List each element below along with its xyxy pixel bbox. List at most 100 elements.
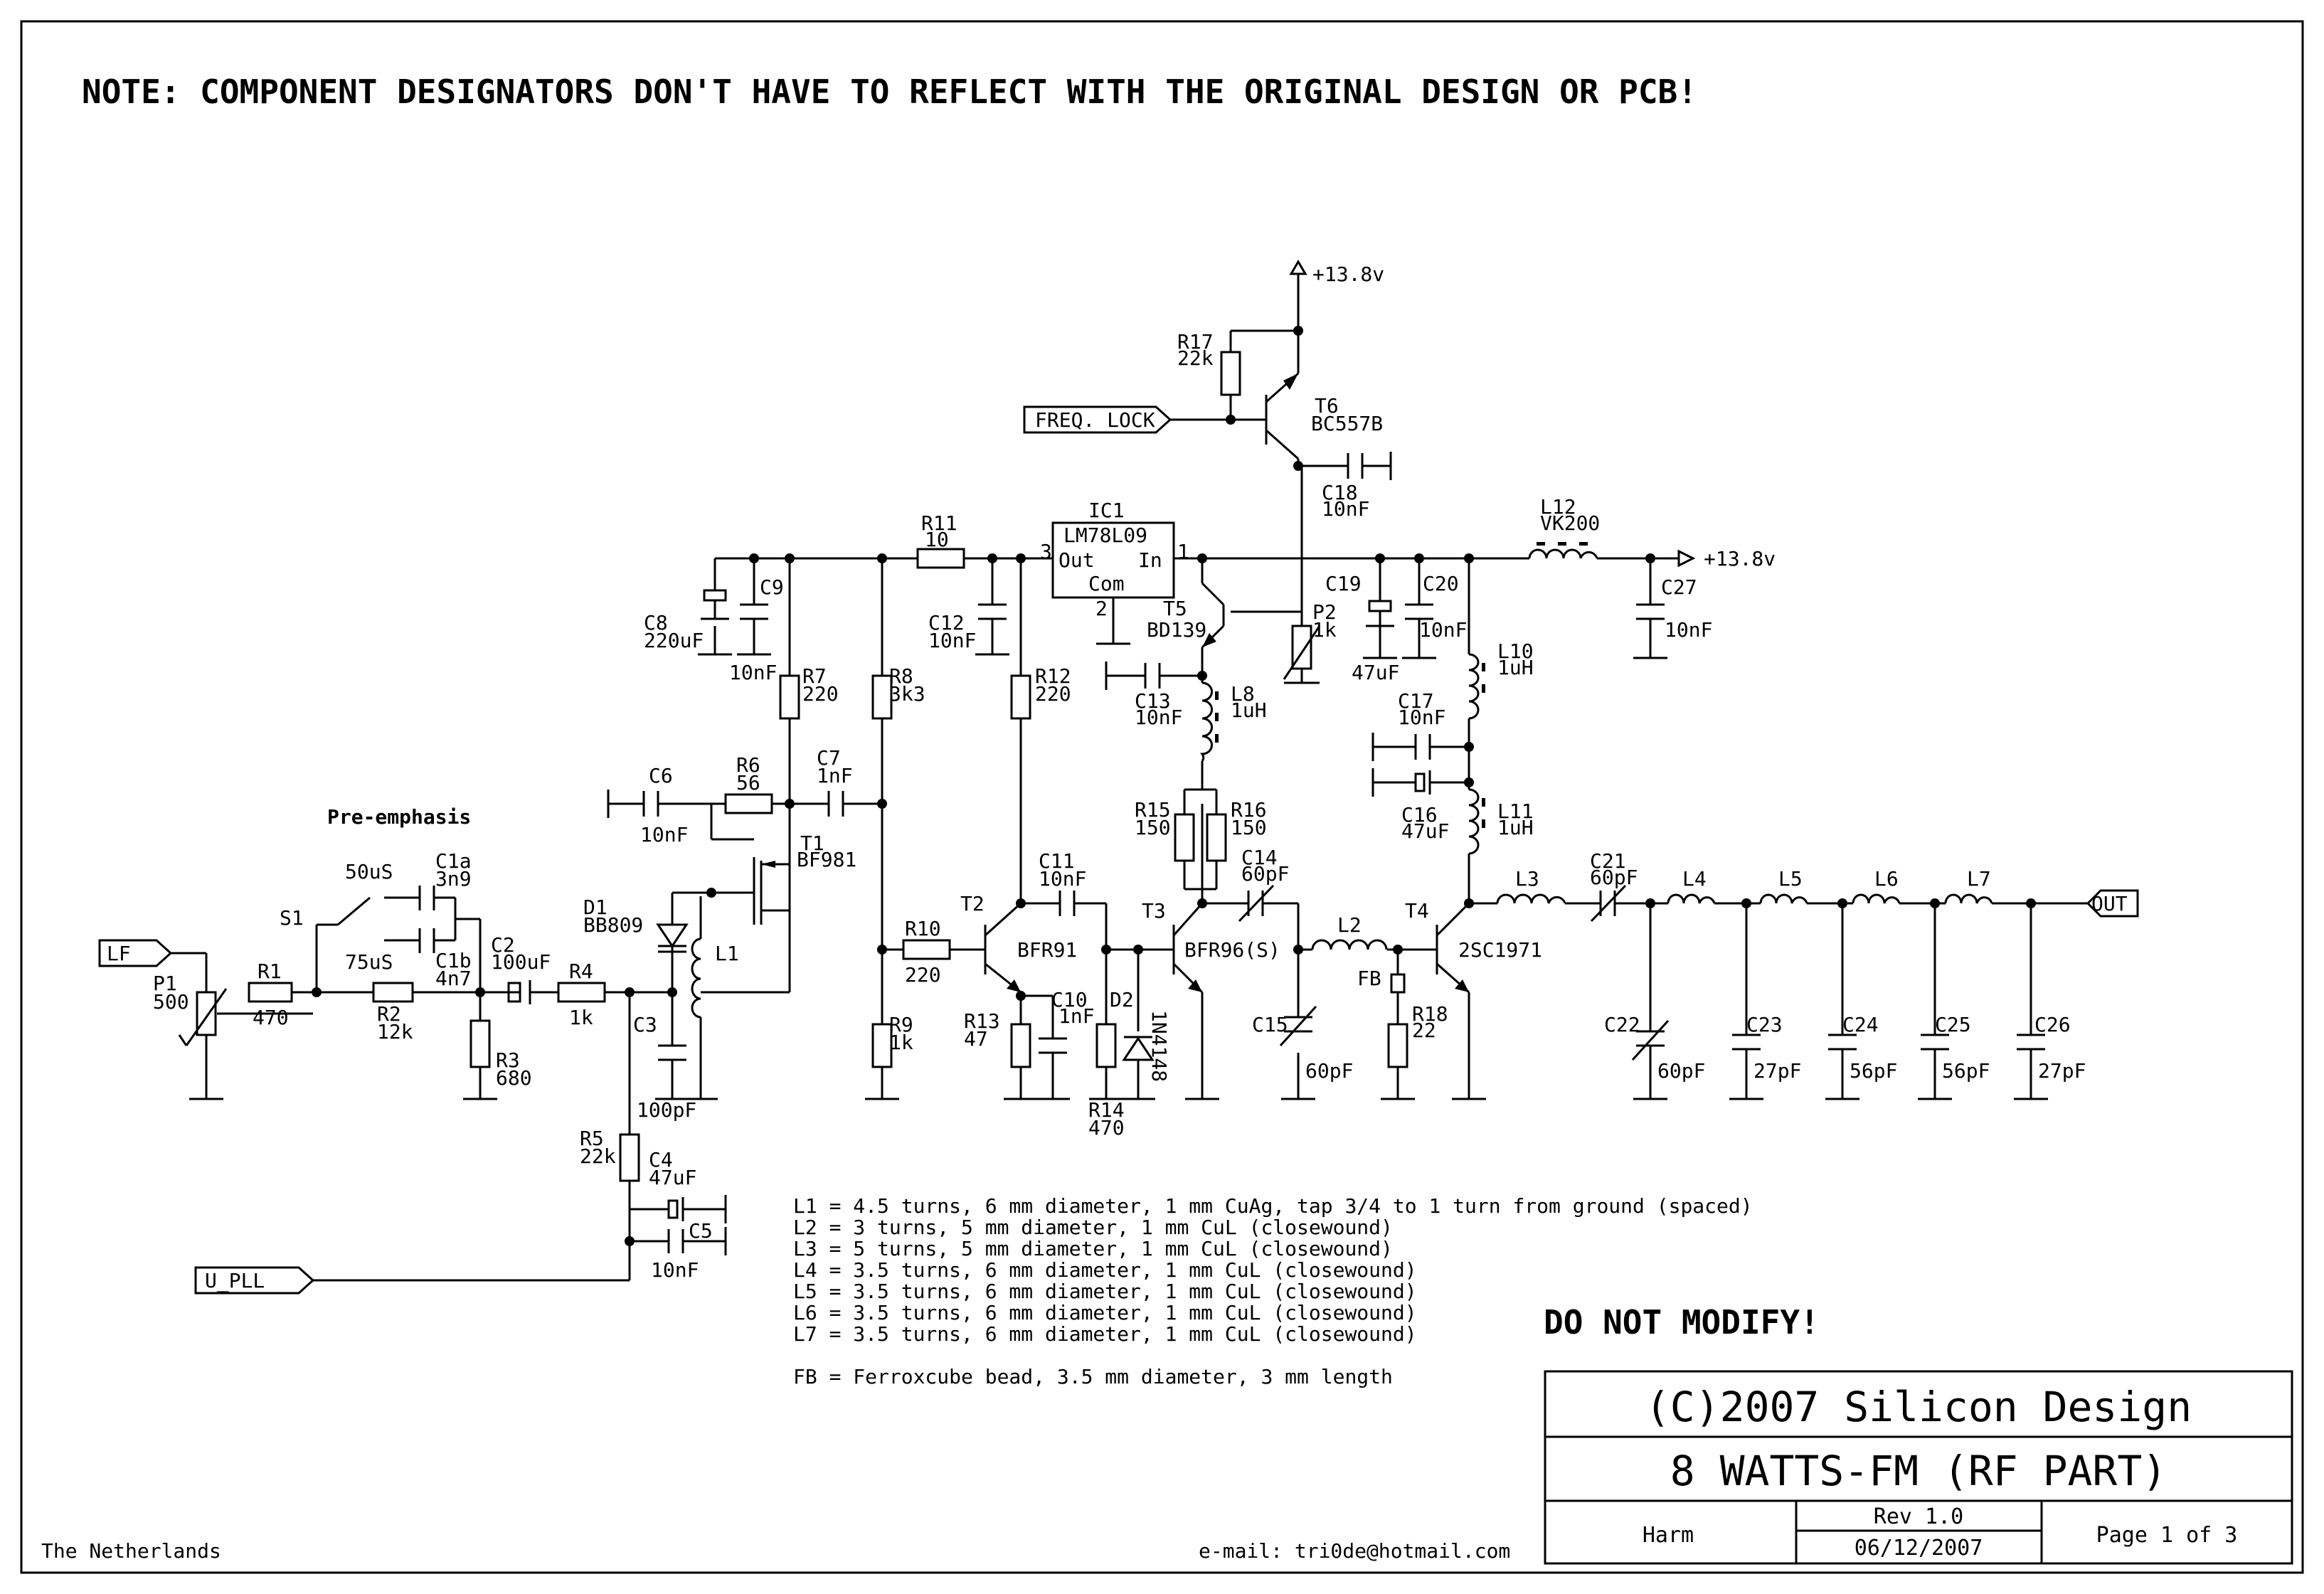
c20-ref: C20 bbox=[1423, 572, 1459, 595]
r5-body bbox=[619, 1133, 640, 1182]
c27-val: 10nF bbox=[1665, 618, 1712, 642]
r9-body bbox=[871, 1023, 893, 1068]
title-copyright: (C)2007 Silicon Design bbox=[1645, 1383, 2192, 1431]
ic1-pin1: 1 bbox=[1177, 540, 1189, 563]
r17-body bbox=[1220, 351, 1241, 396]
c24-ref: C24 bbox=[1842, 1013, 1879, 1036]
p1-val: 500 bbox=[153, 990, 189, 1014]
title-rev: Rev 1.0 bbox=[1874, 1504, 1963, 1529]
coil-notes: L1 = 4.5 turns, 6 mm diameter, 1 mm CuAg… bbox=[793, 1194, 1753, 1388]
c14-val: 60pF bbox=[1241, 862, 1289, 886]
r17-val: 22k bbox=[1177, 346, 1214, 370]
r18-body bbox=[1387, 1023, 1408, 1068]
s1-50us: 50uS bbox=[345, 860, 393, 883]
c17-val: 10nF bbox=[1398, 706, 1445, 729]
r11-ref: R11 bbox=[921, 511, 957, 535]
t2-val: BFR91 bbox=[1017, 938, 1077, 962]
sheet-border bbox=[20, 20, 2304, 1574]
coil-note-line: L3 = 5 turns, 5 mm diameter, 1 mm CuL (c… bbox=[793, 1237, 1393, 1260]
email-label: e-mail: tri0de@hotmail.com bbox=[1199, 1539, 1510, 1563]
r13-ref: R13 bbox=[964, 1009, 1000, 1033]
t1-ref: T1 bbox=[800, 831, 824, 855]
fb-body bbox=[1390, 973, 1406, 994]
coil-note-line: L1 = 4.5 turns, 6 mm diameter, 1 mm CuAg… bbox=[793, 1194, 1753, 1218]
r16-body bbox=[1206, 813, 1227, 862]
r12-val: 220 bbox=[1035, 682, 1071, 706]
ic1-pin-com-label: Com bbox=[1088, 572, 1125, 595]
t4-val: 2SC1971 bbox=[1458, 938, 1542, 962]
design-note: NOTE: COMPONENT DESIGNATORS DON'T HAVE T… bbox=[82, 73, 1697, 111]
r6-ref: R6 bbox=[736, 753, 760, 777]
component-labels: Pre-emphasis S1 50uS 75uS P1 500 R1 470 … bbox=[153, 330, 2086, 1282]
r13-val: 47 bbox=[964, 1027, 988, 1051]
l10-ref: L10 bbox=[1497, 639, 1534, 663]
c12-val: 10nF bbox=[928, 629, 976, 652]
ic1-body bbox=[1051, 521, 1175, 599]
title-block: (C)2007 Silicon Design 8 WATTS-FM (RF PA… bbox=[1544, 1370, 2293, 1565]
l11-val: 1uH bbox=[1497, 816, 1534, 839]
r10-ref: R10 bbox=[905, 917, 941, 940]
c6-val: 10nF bbox=[640, 823, 688, 846]
r2-body bbox=[372, 982, 414, 1003]
c1a-ref: C1a bbox=[435, 849, 472, 873]
inductor-symbols bbox=[691, 548, 1993, 1019]
r5-val: 22k bbox=[580, 1144, 616, 1168]
r12-ref: R12 bbox=[1035, 664, 1071, 688]
r1-val: 470 bbox=[253, 1006, 289, 1029]
c23-ref: C23 bbox=[1746, 1013, 1783, 1036]
l12-ref: L12 bbox=[1540, 495, 1576, 519]
c4-val: 47uF bbox=[649, 1166, 696, 1189]
c10-val: 1nF bbox=[1058, 1004, 1095, 1028]
c8-ref: C8 bbox=[644, 611, 668, 634]
r10-body bbox=[902, 939, 951, 960]
c16-val: 47uF bbox=[1401, 819, 1449, 843]
transistor-arrows bbox=[761, 373, 1469, 992]
r6-body bbox=[724, 793, 773, 814]
t6-ref: T6 bbox=[1315, 394, 1339, 418]
c7-val: 1nF bbox=[817, 764, 853, 787]
title-main: 8 WATTS-FM (RF PART) bbox=[1670, 1447, 2167, 1495]
r6-val: 56 bbox=[736, 771, 760, 795]
c8-val: 220uF bbox=[644, 629, 704, 652]
c5-val: 10nF bbox=[651, 1258, 699, 1282]
d2-val: 1N4148 bbox=[1147, 1010, 1171, 1082]
r4-val: 1k bbox=[569, 1006, 593, 1029]
r7-val: 220 bbox=[802, 682, 839, 706]
t6-val: BC557B bbox=[1311, 412, 1383, 435]
coil-note-line: L6 = 3.5 turns, 6 mm diameter, 1 mm CuL … bbox=[793, 1301, 1417, 1324]
r15-body bbox=[1174, 813, 1195, 862]
vcc-top-label: +13.8v bbox=[1312, 262, 1384, 286]
c1a-val: 3n9 bbox=[435, 867, 472, 891]
r18-ref: R18 bbox=[1412, 1002, 1448, 1026]
coil-note-line: L4 = 3.5 turns, 6 mm diameter, 1 mm CuL … bbox=[793, 1258, 1417, 1282]
t4-ref: T4 bbox=[1405, 899, 1429, 923]
r14-val: 470 bbox=[1088, 1116, 1125, 1139]
c19-val: 47uF bbox=[1352, 661, 1399, 684]
t5-val: BD139 bbox=[1147, 618, 1206, 642]
l7-ref: L7 bbox=[1967, 867, 1991, 891]
port-freq-lock-shape bbox=[1023, 405, 1172, 434]
l8-ref: L8 bbox=[1231, 682, 1255, 706]
p1-ref: P1 bbox=[153, 972, 177, 995]
c3-ref: C3 bbox=[633, 1013, 657, 1036]
l12-val: VK200 bbox=[1540, 511, 1600, 535]
r18-val: 22 bbox=[1412, 1019, 1436, 1042]
c21-val: 60pF bbox=[1590, 866, 1638, 889]
port-lf-shape bbox=[98, 939, 173, 967]
ports: LF U_PLL FREQ. LOCK OUT +13.8v +13.8v bbox=[98, 260, 2139, 1295]
l10-val: 1uH bbox=[1497, 656, 1534, 679]
c9-val: 10nF bbox=[729, 661, 777, 684]
r9-val: 1k bbox=[889, 1031, 913, 1054]
potentiometer-symbols bbox=[178, 625, 1321, 1046]
d2-ref: D2 bbox=[1110, 988, 1134, 1011]
diode-symbols bbox=[656, 893, 1155, 1061]
ic1-pin-in-label: In bbox=[1138, 548, 1162, 572]
c9-ref: C9 bbox=[760, 575, 784, 599]
r14-body bbox=[1095, 1023, 1117, 1068]
c26-ref: C26 bbox=[2034, 1013, 2071, 1036]
s1-ref: S1 bbox=[280, 906, 304, 930]
s1-75us: 75uS bbox=[345, 950, 393, 974]
port-out-shape bbox=[2086, 889, 2139, 918]
c22-val: 60pF bbox=[1657, 1059, 1705, 1083]
